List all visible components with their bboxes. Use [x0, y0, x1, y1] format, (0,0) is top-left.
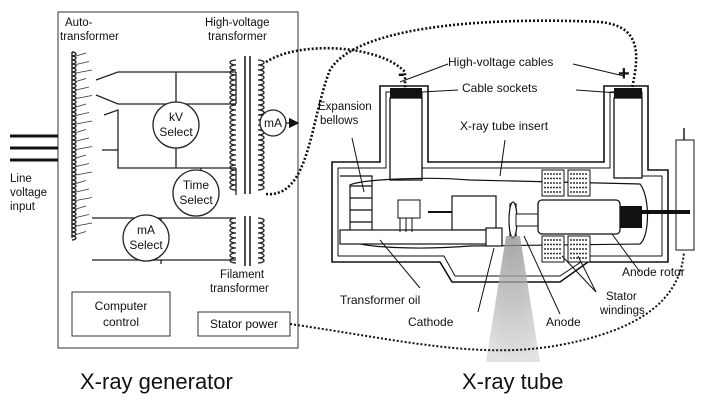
autotransformer-tap: [75, 120, 93, 125]
cathode-cable-socket: [389, 97, 423, 181]
kv-select-knob: kV Select: [152, 101, 200, 149]
autotransformer-tap: [75, 163, 90, 167]
ma-select-knob: mA Select: [122, 214, 170, 262]
autotransformer-tap: [75, 188, 90, 193]
autotransformer-tap: [75, 112, 90, 116]
tube-title: X-ray tube: [462, 369, 564, 394]
kv-select-label-2: Select: [159, 125, 193, 139]
autotransformer-tap: [75, 205, 87, 210]
leader-lines: [351, 63, 641, 315]
autotransformer-tap: [75, 52, 87, 57]
stator-windings-label-2: windings: [599, 305, 645, 317]
ma-meter-label: mA: [264, 116, 282, 130]
generator-title: X-ray generator: [80, 369, 233, 394]
ma-meter: mA: [259, 109, 300, 137]
autotransformer-taps: [75, 52, 93, 235]
stator-power-box: Stator power: [197, 311, 291, 337]
autotransformer-tap: [75, 95, 93, 99]
line-input-wires: [10, 134, 58, 162]
anode-assembly: [508, 128, 695, 251]
line-input-label-3: input: [10, 201, 36, 213]
tube-housing-inner: [337, 91, 663, 277]
expansion-bellows: [340, 175, 373, 233]
autotransformer-coil: [71, 51, 77, 241]
cathode-assembly: [339, 195, 503, 247]
line-input-label-1: Line: [10, 173, 32, 185]
stator-power-cable: [289, 251, 685, 352]
cathode-polarity: -: [398, 63, 405, 85]
transformer-oil-label: Transformer oil: [340, 293, 420, 307]
ma-select-label-1: mA: [137, 223, 155, 237]
anode-cable-socket: [613, 97, 643, 179]
stator-winding-block: [541, 235, 565, 263]
hv-transformer-primary: [229, 59, 237, 191]
autotransformer-label-2: transformer: [60, 31, 119, 43]
xray-generator: mA kV Select Time Select mA Select Compu…: [10, 11, 300, 394]
autotransformer-tap: [75, 129, 87, 133]
expansion-bellows-label-2: bellows: [320, 115, 359, 127]
autotransformer-tap: [75, 222, 93, 227]
tube-insert-label: X-ray tube insert: [460, 119, 549, 133]
filament-transformer-label-2: transformer: [210, 283, 269, 295]
autotransformer-tap: [75, 78, 87, 82]
ma-select-label-2: Select: [129, 238, 163, 252]
hv-cables-label: High-voltage cables: [448, 55, 553, 69]
autotransformer-tap: [75, 69, 93, 74]
stator-windings: [541, 169, 591, 263]
stator-power-label: Stator power: [210, 317, 278, 331]
hv-transformer-secondary: [257, 59, 265, 191]
tube-insert-envelope: [349, 177, 649, 249]
filament-transformer-label-1: Filament: [220, 269, 265, 281]
stator-winding-block: [567, 169, 591, 197]
autotransformer-tap: [75, 146, 93, 150]
expansion-bellows-label-1: Expansion: [318, 101, 372, 113]
autotransformer-tap: [75, 197, 93, 201]
line-input-label-2: voltage: [10, 187, 47, 199]
anode-label: Anode: [546, 315, 581, 329]
stator-winding-block: [541, 169, 565, 197]
filament-transformer: [229, 217, 265, 264]
computer-control-box: Computer control: [71, 291, 171, 337]
cable-sockets-label: Cable sockets: [462, 81, 537, 95]
computer-control-label-1: Computer: [95, 299, 148, 313]
anode-polarity: +: [618, 63, 630, 85]
high-voltage-cables: [265, 19, 638, 196]
xray-tube: - + High-voltage cables Cable sockets Ex…: [265, 19, 695, 394]
cathode-label: Cathode: [408, 315, 454, 329]
computer-control-label-2: control: [103, 315, 139, 329]
time-select-label-2: Select: [179, 193, 213, 207]
anode-rotor-label: Anode rotor: [622, 265, 685, 279]
hv-transformer-label-2: transformer: [208, 31, 267, 43]
time-select-knob: Time Select: [172, 169, 220, 217]
stator-windings-label-1: Stator: [606, 291, 637, 303]
autotransformer-tap: [75, 214, 90, 218]
xray-beam: [486, 236, 540, 362]
time-select-label-1: Time: [183, 178, 210, 192]
hv-transformer-label-1: High-voltage: [205, 17, 270, 29]
autotransformer-tap: [75, 103, 87, 108]
autotransformer-label-1: Auto-: [65, 17, 93, 29]
autotransformer-tap: [75, 86, 90, 91]
autotransformer-tap: [75, 137, 90, 142]
hv-transformer-core: [244, 56, 251, 266]
autotransformer-tap: [75, 154, 87, 159]
autotransformer-tap: [75, 171, 93, 176]
kv-select-label-1: kV: [169, 110, 183, 124]
stator-winding-block: [567, 235, 591, 263]
autotransformer-tap: [75, 180, 87, 184]
autotransformer-tap: [75, 61, 90, 65]
tube-housing: [331, 85, 669, 283]
autotransformer-tap: [75, 231, 87, 235]
anode-socket-cap: [614, 88, 642, 98]
